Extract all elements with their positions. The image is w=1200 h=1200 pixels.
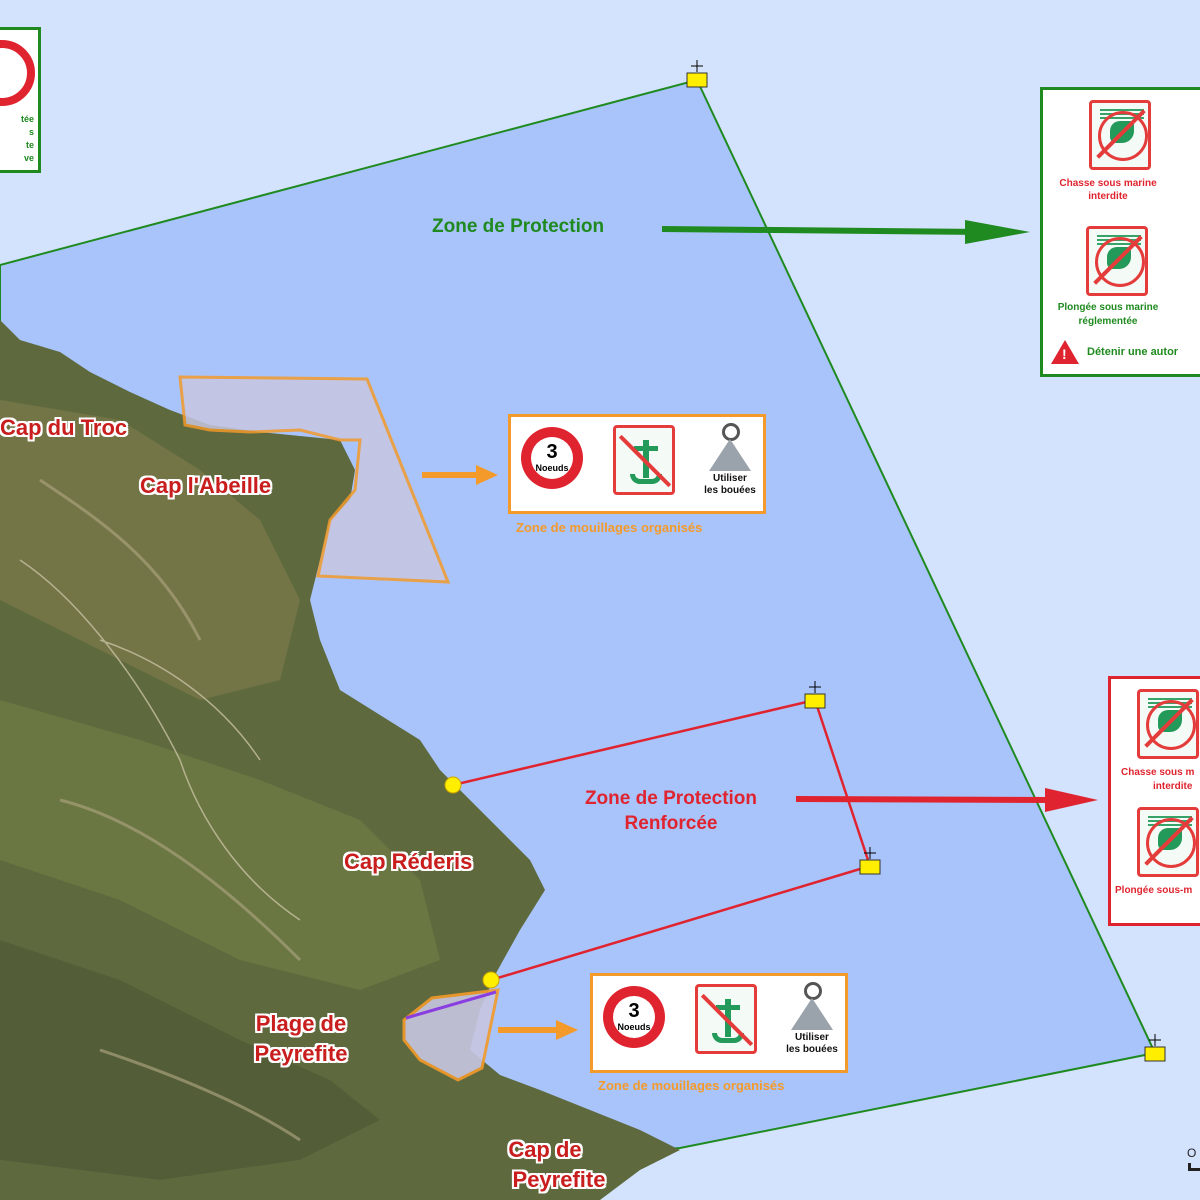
protection-arrow-head (965, 220, 1030, 244)
speed-limit-unit: Noeuds (535, 463, 569, 473)
speed-limit-number: 3 (628, 1000, 640, 1022)
no-spearfishing-sign (1089, 100, 1151, 170)
protection-arrow-line (661, 226, 986, 235)
speed-limit-inner: 3 Noeuds (613, 996, 655, 1038)
place-cap-peyrefite-2: Peyrefite (512, 1167, 606, 1192)
reinforced-arrow-line (795, 796, 1056, 803)
land-texture-2 (0, 700, 440, 990)
warning-icon: ! (1051, 340, 1079, 364)
place-plage-peyrefite-1: Plage de (255, 1011, 347, 1036)
water-waves-icon (1100, 109, 1144, 111)
authorization-warning-text: Détenir une autor (1087, 346, 1179, 358)
no-anchoring-sign (695, 984, 757, 1054)
anchor-bar (716, 1005, 740, 1010)
mooring-lower-arrow-head (556, 1020, 578, 1040)
speed-limit-sign: 3 Noeuds (603, 986, 665, 1048)
buoy-icon (791, 998, 833, 1030)
land-roads (19, 559, 301, 921)
mooring-upper-panel: 3 Noeuds Utiliser les bouées (508, 414, 766, 514)
topleft-rules-panel: tée s te ve (0, 27, 41, 173)
place-cap-abeille: Cap l'Abeille (140, 473, 272, 498)
buoy-label-2: les bouées (786, 1044, 838, 1055)
protection-rules-panel: Chasse sous marine interdite Plongée sou… (1040, 87, 1200, 377)
no-spearfishing-sign (1137, 689, 1199, 759)
diving-label-1: Plongée sous-m (1115, 885, 1193, 896)
marker-southeast (1144, 1046, 1166, 1062)
place-cap-du-troc: Cap du Troc (0, 415, 128, 440)
prohibition-ring-icon (1098, 111, 1148, 161)
speed-limit-number: 3 (546, 441, 558, 463)
prohibition-ring-icon (1146, 818, 1196, 868)
spearfishing-label-2: interdite (1153, 781, 1193, 792)
prohibition-ring-icon (1095, 237, 1145, 287)
spearfishing-label-2: interdite (1088, 191, 1128, 202)
buoy-label-2: les bouées (704, 485, 756, 496)
mooring-upper-caption: Zone de mouillages organisés (516, 520, 703, 535)
land-texture-1 (0, 400, 300, 700)
no-anchoring-sign (613, 425, 675, 495)
mooring-buoy-sign: Utiliser les bouées (699, 421, 761, 503)
reinforced-rules-panel: Chasse sous m interdite Plongée sous-m (1108, 676, 1200, 926)
swim-zone-line (405, 990, 497, 1020)
land-texture-4 (39, 478, 302, 1142)
marker-reinforced-se (859, 859, 881, 875)
corner-logo-text: O (1187, 1146, 1197, 1160)
diving-label-1: Plongée sous marine (1057, 302, 1159, 313)
buoy-icon (709, 439, 751, 471)
spearfishing-label-1: Chasse sous marine (1059, 178, 1157, 189)
mooring-zone-upper-area (178, 375, 451, 584)
mooring-lower-panel: 3 Noeuds Utiliser les bouées (590, 973, 848, 1073)
marker-southeast-cross (1149, 1034, 1161, 1046)
buoy-label-1: Utiliser (795, 1032, 829, 1043)
speed-limit-sign: 3 Noeuds (521, 427, 583, 489)
mooring-lower-caption: Zone de mouillages organisés (598, 1078, 785, 1093)
speed-limit-unit: Noeuds (617, 1022, 651, 1032)
speed-limit-inner: 3 Noeuds (531, 437, 573, 479)
mooring-upper-arrow-head (476, 465, 498, 485)
topleft-speed-icon (0, 40, 35, 106)
reinforced-zone-title-1: Zone de Protection (584, 788, 758, 809)
marker-reinforced-se-cross (864, 847, 876, 859)
no-diving-sign (1137, 807, 1199, 877)
topleft-text-2: s (28, 127, 34, 137)
reinforced-arrow-head (1045, 788, 1098, 812)
place-cap-peyrefite-1: Cap de (508, 1137, 582, 1162)
place-cap-rederis: Cap Réderis (344, 849, 473, 874)
marker-north-cross (691, 60, 703, 72)
land-texture-3 (0, 940, 380, 1180)
buoy-label-1: Utiliser (713, 473, 747, 484)
mooring-buoy-sign: Utiliser les bouées (781, 980, 843, 1062)
protection-zone-title: Zone de Protection (432, 216, 605, 237)
diving-label-2: réglementée (1078, 316, 1138, 327)
topleft-text-4: ve (23, 153, 34, 163)
prohibition-ring-icon (1146, 700, 1196, 750)
topleft-text-3: te (25, 140, 34, 150)
water-waves-icon (1148, 698, 1192, 700)
reinforced-zone-point-1 (444, 776, 462, 794)
marker-reinforced-ne-cross (809, 681, 821, 693)
reinforced-zone-title-2: Renforcée (624, 813, 718, 834)
diving-regulated-sign (1086, 226, 1148, 296)
reinforced-zone-point-2 (482, 971, 500, 989)
marker-north (686, 72, 708, 88)
water-waves-icon (1097, 235, 1141, 237)
water-waves-icon (1148, 816, 1192, 818)
corner-logo-mark (1188, 1163, 1200, 1171)
spearfishing-label-1: Chasse sous m (1121, 767, 1195, 778)
anchor-bar (634, 446, 658, 451)
topleft-text-1: tée (20, 114, 34, 124)
place-plage-peyrefite-2: Peyrefite (254, 1041, 348, 1066)
marker-reinforced-ne (804, 693, 826, 709)
reinforced-zone-boundary (452, 698, 872, 982)
